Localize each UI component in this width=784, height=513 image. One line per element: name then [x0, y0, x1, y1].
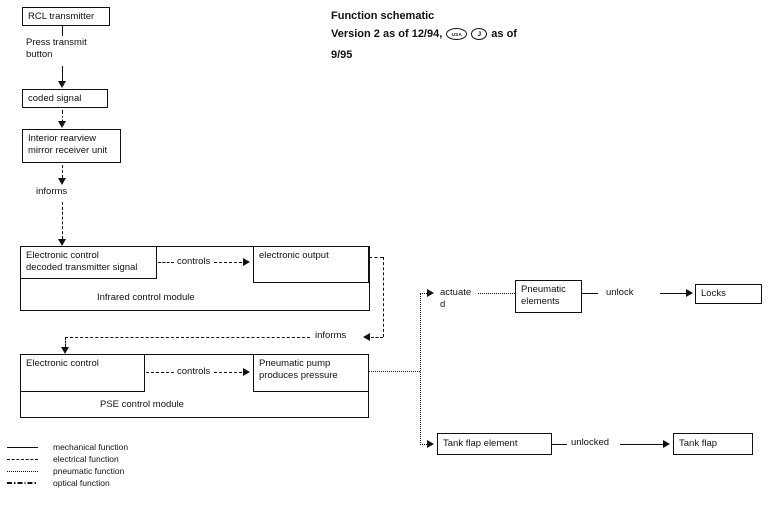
legend-item-optical: optical function — [7, 477, 110, 489]
label-controls-ir: controls — [177, 256, 211, 267]
label-infrared-control-module: Infrared control module — [97, 292, 195, 303]
line-feedback-drop — [65, 337, 66, 347]
line-feedback-vertical — [383, 257, 384, 337]
legend-label-mechanical: mechanical function — [53, 442, 129, 452]
arrowhead-right-tank-element-icon — [427, 440, 434, 448]
optical-line-swatch-icon — [7, 482, 38, 484]
arrowhead-left-informs-icon — [363, 333, 370, 341]
page-title: Function schematic — [331, 10, 435, 22]
label-controls-pse: controls — [177, 366, 211, 377]
node-tank-flap: Tank flap — [673, 433, 753, 455]
node-electronic-output: electronic output — [253, 246, 369, 283]
line-rcl-to-press — [62, 26, 63, 36]
node-ir-electronic-control: Electronic control decoded transmitter s… — [20, 246, 157, 279]
node-pse-electronic-control: Electronic control — [20, 354, 145, 392]
node-pneumatic-elements: Pneumatic elements — [515, 280, 582, 313]
arrowhead-down-informs-icon — [58, 178, 66, 185]
node-coded-signal: coded signal — [22, 89, 108, 108]
label-unlock: unlock — [606, 287, 634, 298]
line-actuated-to-elements — [478, 293, 515, 294]
node-locks: Locks — [695, 284, 762, 304]
line-feedback-horizontal — [65, 337, 310, 338]
usa-country-badge-icon: USA — [446, 28, 468, 40]
line-feedback-stub — [371, 337, 383, 338]
line-mirror-to-informs — [62, 165, 63, 178]
line-unlocked-to-tankflap — [620, 444, 663, 445]
line-informs-to-ir-module — [62, 202, 63, 239]
version-line-2: 9/95 — [331, 49, 353, 61]
arrowhead-down-mirror-icon — [58, 121, 66, 128]
line-junction-top-stub — [420, 293, 427, 294]
arrowhead-right-actuated-icon — [427, 289, 434, 297]
arrowhead-down-ir-module-icon — [58, 239, 66, 246]
version-text-suffix: as of — [491, 28, 517, 40]
label-informs-feedback: informs — [315, 330, 347, 341]
version-line: Version 2 as of 12/94, USA J as of — [331, 28, 517, 40]
version-text-prefix: Version 2 as of 12/94, — [331, 28, 443, 40]
electrical-line-swatch-icon — [7, 458, 38, 460]
line-junction-vertical — [420, 293, 421, 445]
label-press-transmit-button: Press transmit button — [26, 37, 87, 60]
legend-item-electrical: electrical function — [7, 453, 119, 465]
node-pneumatic-pump: Pneumatic pump produces pressure — [253, 354, 369, 392]
node-rcl-transmitter: RCL transmitter — [22, 7, 110, 26]
arrowhead-right-pneumatic-pump-icon — [243, 368, 250, 376]
legend-label-optical: optical function — [53, 478, 110, 488]
line-pump-to-junction — [369, 371, 420, 372]
line-ir-controls-right — [214, 262, 242, 263]
legend-item-pneumatic: pneumatic function — [7, 465, 124, 477]
node-tank-flap-element: Tank flap element — [437, 433, 552, 455]
arrowhead-right-locks-icon — [686, 289, 693, 297]
line-pse-controls-right — [214, 372, 242, 373]
arrowhead-down-pse-icon — [61, 347, 69, 354]
line-junction-bottom-stub — [420, 444, 427, 445]
line-coded-to-mirror-optical — [62, 110, 64, 121]
legend-item-mechanical: mechanical function — [7, 441, 128, 453]
pneumatic-line-swatch-icon — [7, 470, 38, 472]
legend-label-pneumatic: pneumatic function — [53, 466, 125, 476]
arrowhead-right-tank-flap-icon — [663, 440, 670, 448]
label-informs-top: informs — [36, 186, 68, 197]
line-unlock-to-locks — [660, 293, 686, 294]
label-unlocked: unlocked — [571, 437, 610, 448]
label-actuated: actuate d — [440, 287, 472, 310]
arrowhead-right-electronic-output-icon — [243, 258, 250, 266]
label-pse-control-module: PSE control module — [100, 399, 184, 410]
line-pse-controls-left — [146, 372, 174, 373]
arrowhead-down-coded-icon — [58, 81, 66, 88]
node-mirror-receiver-unit: Interior rearview mirror receiver unit — [22, 129, 121, 163]
legend-label-electrical: electrical function — [53, 454, 119, 464]
japan-country-badge-icon: J — [471, 28, 488, 40]
line-press-to-coded — [62, 66, 63, 81]
line-ir-controls-left — [158, 262, 174, 263]
line-element-to-unlocked — [552, 444, 567, 445]
line-output-exit — [369, 257, 383, 258]
mechanical-line-swatch-icon — [7, 446, 38, 448]
line-elements-to-unlock — [582, 293, 598, 294]
